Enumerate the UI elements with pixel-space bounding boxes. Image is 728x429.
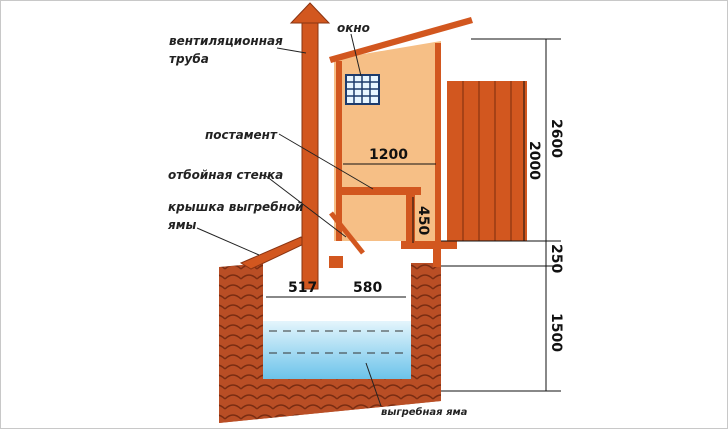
waste-water [263, 321, 411, 379]
pedestal [341, 187, 421, 195]
label-pit-lid-line2: ямы [167, 218, 197, 232]
label-cesspit: выгребная яма [381, 406, 468, 418]
window-icon [345, 74, 380, 105]
label-vent-pipe-line1: вентиляционная [169, 34, 283, 48]
vent-cap [289, 2, 331, 24]
dim-base-height: 250 [548, 244, 564, 273]
dim-door-height: 2000 [526, 141, 542, 180]
splash-wall [329, 211, 365, 255]
dim-pipe-offset: 517 [288, 280, 317, 296]
dim-seat-height: 450 [415, 206, 431, 235]
label-pit-lid-line1: крышка выгребной [168, 200, 304, 214]
label-splash-wall: отбойная стенка [168, 168, 283, 182]
roof [329, 17, 473, 63]
dim-pit-depth: 1500 [548, 313, 564, 352]
label-window: окно [337, 21, 370, 35]
cesspit-bottom [219, 379, 441, 423]
pit-lid [239, 236, 307, 270]
dim-pit-half: 580 [353, 280, 382, 296]
label-vent-pipe-line2: труба [169, 52, 209, 66]
dim-interior-width: 1200 [369, 147, 408, 163]
dim-total-height: 2600 [548, 119, 564, 158]
base-step [401, 241, 457, 249]
door [447, 81, 527, 241]
label-pedestal: постамент [205, 128, 278, 142]
